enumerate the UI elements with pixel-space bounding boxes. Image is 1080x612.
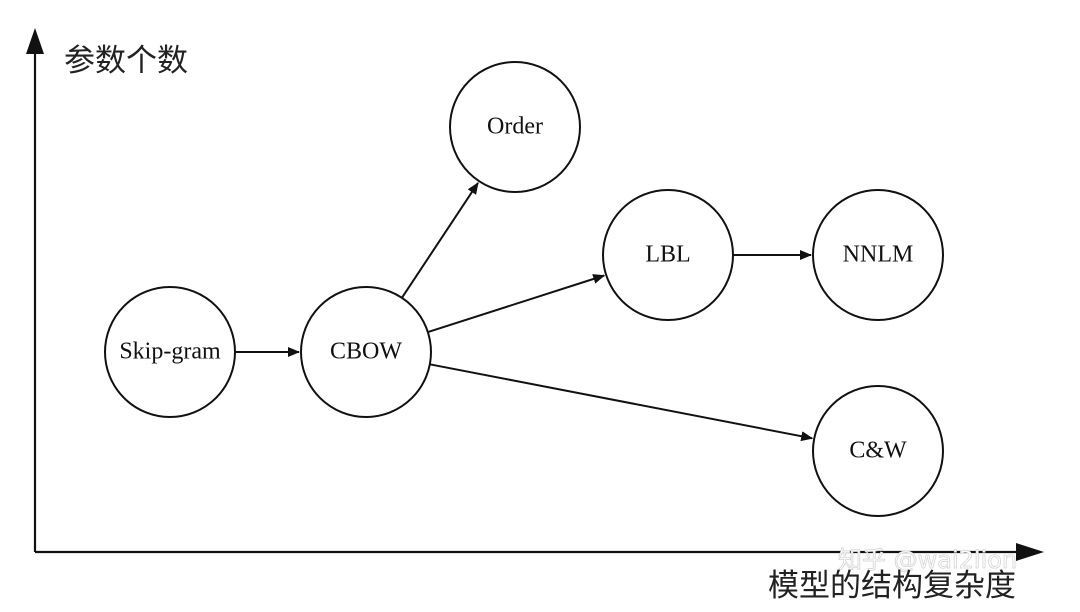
edges <box>235 182 814 442</box>
x-axis-label: 模型的结构复杂度 <box>768 568 1016 604</box>
node-cw: C&W <box>812 385 944 517</box>
node-circle-lbl <box>602 189 734 321</box>
node-circle-order <box>449 61 581 193</box>
node-circle-cw <box>812 385 944 517</box>
x-axis-arrow <box>1016 543 1044 561</box>
edge-cbow-to-order <box>401 182 479 299</box>
node-label-skip-gram: Skip-gram <box>119 339 221 365</box>
node-order: Order <box>449 61 581 193</box>
y-axis-label: 参数个数 <box>64 43 188 79</box>
y-axis-arrow <box>26 28 44 54</box>
axes: 参数个数 知乎 @wai2lion 模型的结构复杂度 <box>26 28 1044 604</box>
node-skip-gram: Skip-gram <box>104 286 236 418</box>
edge-cbow-to-cw <box>429 363 814 442</box>
node-circle-skip-gram <box>104 286 236 418</box>
node-label-cbow: CBOW <box>330 339 402 365</box>
node-label-nnlm: NNLM <box>843 242 914 268</box>
edge-cbow-to-lbl <box>427 274 606 334</box>
node-nnlm: NNLM <box>812 189 944 321</box>
node-lbl: LBL <box>602 189 734 321</box>
node-label-lbl: LBL <box>645 242 690 268</box>
watermark: 知乎 @wai2lion <box>838 546 1017 574</box>
node-circle-nnlm <box>812 189 944 321</box>
node-cbow: CBOW <box>300 286 432 418</box>
node-circle-cbow <box>300 286 432 418</box>
node-label-order: Order <box>487 114 543 140</box>
node-label-cw: C&W <box>849 438 907 464</box>
